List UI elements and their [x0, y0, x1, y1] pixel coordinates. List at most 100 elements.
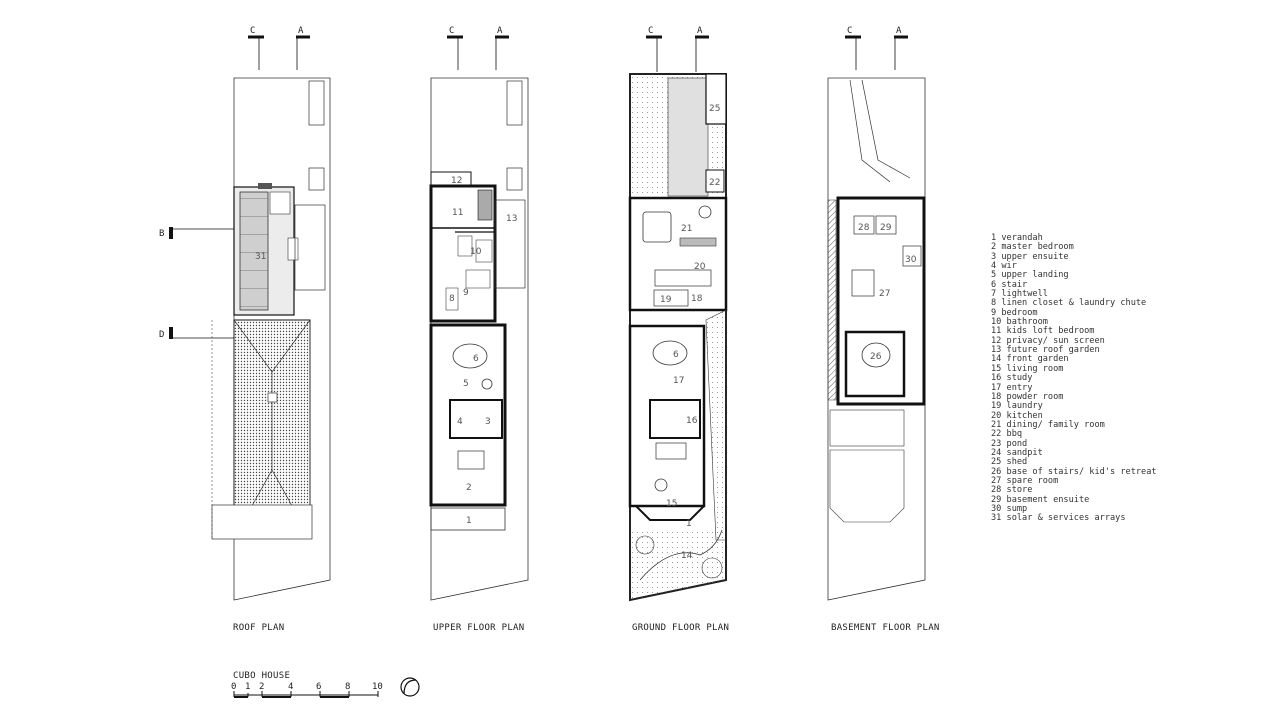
scale-tick-6: 6: [316, 682, 321, 692]
ground-room-6: 6: [673, 350, 679, 360]
upper-site-boundary: [430, 77, 529, 601]
ground-room-19: 19: [660, 295, 672, 305]
upper-plan-caption: UPPER FLOOR PLAN: [433, 623, 525, 633]
ground-floor-plan: C A 25 22 21 20 19 18 6 17 16: [628, 26, 728, 602]
basement-site-boundary: [827, 77, 926, 601]
scale-bar: CUBO HOUSE 0 1 2 4 6 8 10: [231, 671, 383, 698]
roof-plan: C A B D 31: [159, 26, 331, 601]
legend-item: 12 privacy/ sun screen: [991, 335, 1105, 346]
room-legend: 1 verandah 2 master bedroom 3 upper ensu…: [991, 233, 1157, 524]
basement-room-27: 27: [879, 289, 890, 299]
legend-item: 16 study: [991, 373, 1033, 384]
section-marker-a-basement: A: [894, 26, 908, 70]
ground-room-14: 14: [681, 551, 693, 561]
front-garden: [630, 530, 726, 600]
ground-room-17: 17: [673, 376, 684, 386]
ground-room-18: 18: [691, 294, 703, 304]
legend-item: 11 kids loft bedroom: [991, 326, 1095, 337]
legend-item: 18 powder room: [991, 391, 1064, 402]
roof-plan-caption: ROOF PLAN: [233, 623, 284, 633]
ground-plan-caption: GROUND FLOOR PLAN: [632, 623, 729, 633]
ground-room-15: 15: [666, 499, 677, 509]
section-marker-c-upper-label: C: [449, 26, 454, 36]
basement-room-29: 29: [880, 223, 892, 233]
ground-room-21: 21: [681, 224, 692, 234]
solar-array: [239, 191, 269, 311]
section-marker-c-upper: C: [447, 26, 463, 70]
north-arrow-icon: [400, 677, 420, 697]
upper-room-11: 11: [452, 208, 463, 218]
legend-item: 13 future roof garden: [991, 345, 1100, 356]
upper-room-9: 9: [463, 288, 469, 298]
section-marker-a: A: [296, 26, 310, 70]
section-marker-c-basement: C: [845, 26, 861, 70]
scale-tick-1: 1: [245, 682, 250, 692]
upper-room-1: 1: [466, 516, 472, 526]
section-marker-b: B: [159, 227, 234, 239]
section-marker-a-upper: A: [495, 26, 509, 70]
upper-room-3: 3: [485, 417, 491, 427]
roof-room-31: 31: [255, 252, 266, 262]
legend-item: 6 stair: [991, 279, 1028, 290]
upper-room-13: 13: [506, 214, 517, 224]
basement-floor-plan: C A 28 29 30 27 26: [827, 26, 926, 601]
legend-item: 20 kitchen: [991, 410, 1043, 421]
section-marker-a-ground-label: A: [697, 26, 703, 36]
scale-tick-0: 0: [231, 682, 236, 692]
section-marker-d-label: D: [159, 330, 164, 340]
upper-floor-plan: C A 1 2 11 13 10 9 8 6 5: [429, 26, 529, 601]
legend-item: 31 solar & services arrays: [991, 513, 1126, 524]
legend-item: 25 shed: [991, 457, 1028, 468]
legend-item: 14 front garden: [991, 354, 1069, 365]
legend-item: 29 basement ensuite: [991, 494, 1090, 505]
legend-item: 22 bbq: [991, 429, 1023, 440]
legend-item: 1 verandah: [991, 233, 1043, 243]
legend-item: 2 master bedroom: [991, 242, 1074, 253]
section-marker-b-label: B: [159, 229, 164, 239]
legend-item: 4 wir: [991, 261, 1017, 272]
ground-room-22: 22: [709, 178, 720, 188]
legend-item: 3 upper ensuite: [991, 251, 1069, 262]
legend-item: 15 living room: [991, 363, 1064, 374]
upper-room-2: 2: [466, 483, 472, 493]
ground-room-1: 1: [686, 519, 692, 529]
ground-room-25: 25: [709, 104, 720, 114]
section-marker-a-label: A: [298, 26, 304, 36]
section-marker-a-upper-label: A: [497, 26, 503, 36]
section-marker-d: D: [159, 327, 234, 340]
scale-tick-4: 4: [288, 682, 293, 692]
section-marker-a-basement-label: A: [896, 26, 902, 36]
ground-room-20: 20: [694, 262, 706, 272]
legend-item: 28 store: [991, 485, 1033, 496]
legend-item: 5 upper landing: [991, 270, 1069, 281]
scale-tick-10: 10: [372, 682, 383, 692]
legend-item: 27 spare room: [991, 475, 1059, 486]
section-marker-c-label: C: [250, 26, 255, 36]
upper-room-5: 5: [463, 379, 469, 389]
basement-room-28: 28: [858, 223, 870, 233]
basement-room-30: 30: [905, 255, 917, 265]
scale-tick-8: 8: [345, 682, 350, 692]
legend-item: 7 lightwell: [991, 289, 1048, 300]
section-marker-c-ground: C: [646, 26, 662, 72]
legend-item: 24 sandpit: [991, 447, 1043, 458]
legend-item: 21 dining/ family room: [991, 419, 1105, 430]
upper-room-4: 4: [457, 417, 463, 427]
section-marker-c: C: [248, 26, 264, 70]
upper-room-8: 8: [449, 294, 455, 304]
legend-item: 30 sump: [991, 503, 1028, 514]
legend-item: 17 entry: [991, 382, 1033, 393]
basement-room-26: 26: [870, 352, 882, 362]
upper-room-10: 10: [470, 247, 482, 257]
scale-tick-2: 2: [259, 682, 264, 692]
legend-item: 9 bedroom: [991, 307, 1038, 318]
legend-item: 19 laundry: [991, 401, 1043, 412]
legend-item: 10 bathroom: [991, 317, 1048, 328]
scale-bar-title: CUBO HOUSE: [233, 671, 290, 681]
legend-item: 23 pond: [991, 438, 1028, 449]
basement-plan-caption: BASEMENT FLOOR PLAN: [831, 623, 940, 633]
upper-room-6: 6: [473, 354, 479, 364]
section-marker-a-ground: A: [695, 26, 709, 72]
legend-item: 26 base of stairs/ kid's retreat: [991, 466, 1157, 477]
